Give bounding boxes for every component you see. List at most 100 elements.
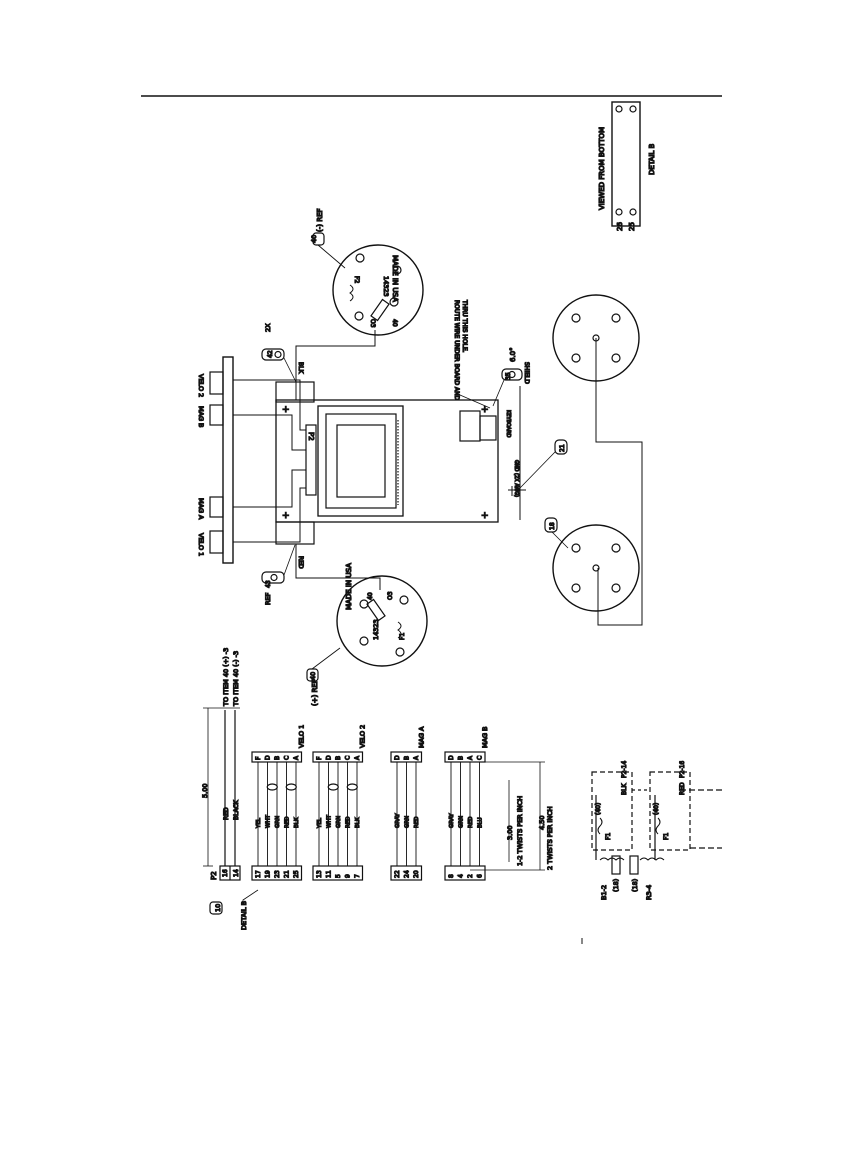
callout-18-number: 18	[549, 522, 556, 530]
ref-negative-label: (-) REF	[316, 208, 324, 232]
schem-f1a: F1	[605, 833, 612, 840]
harness-pin: 24	[404, 870, 411, 878]
schem-40a: (40)	[595, 803, 602, 815]
harness-wire-color: GRN	[459, 816, 465, 828]
twists-2: 2 TWISTS PER INCH	[546, 806, 554, 870]
to-item-plus: TO ITEM 40 (+) -3	[222, 648, 230, 707]
p2-table-label: P2	[210, 871, 218, 880]
harness-wire-color: GRN	[275, 816, 281, 828]
ref-negative-item: 40	[310, 235, 318, 243]
dim-500: 5.00	[201, 784, 209, 798]
harness-wire-color: RED	[346, 816, 352, 828]
sensor-o3-bottom: O3	[387, 591, 394, 600]
sensor-part-no-bottom: 14323	[372, 619, 380, 640]
callout-35-number: 35	[505, 372, 512, 380]
harness-pin-letter: D	[448, 755, 455, 760]
route-note-1: ROUTE WIRE UNDER BOARD AND	[453, 300, 460, 401]
harness-wire-color: RED	[414, 816, 420, 828]
callout-angle: 6.0°	[509, 347, 517, 362]
harness-pin-letter: B	[404, 756, 411, 760]
coil-schematic: B1-2 (18) (18) R3-4 (40) (40) F1 F1 BLK …	[591, 760, 722, 901]
schem-18b: (18)	[631, 879, 639, 892]
callout-18: 18	[544, 517, 569, 549]
pin-14: 14	[233, 869, 240, 877]
harness-pin-letter: A	[293, 755, 300, 760]
keyboard-label: KEYBOARD	[505, 410, 511, 438]
harness-table: 10 DETAIL B P2 16 14 RED BLACK TO ITEM 4…	[200, 647, 554, 930]
callout-42-number: 42	[267, 350, 274, 358]
shield-label: SHIELD	[523, 362, 530, 384]
harness-wire-color: RED	[468, 816, 474, 828]
callout-ref: REF	[264, 592, 272, 605]
harness-pin: 9	[345, 874, 352, 878]
schem-f1b: F1	[663, 833, 670, 840]
sensor-40-bottom: 40	[367, 592, 374, 600]
ref-positive-label: (+) REF	[311, 679, 319, 706]
harness-pin: 19	[265, 870, 272, 878]
harness-pin-letter: A	[354, 755, 361, 760]
flange-link-wire	[595, 338, 643, 626]
schem-p2-16: P2-16	[679, 761, 686, 778]
schem-red: RED	[679, 782, 686, 795]
pin-16: 16	[222, 869, 229, 877]
route-note-2: THRU THIS HOLE.	[461, 299, 468, 353]
sensor-made-in-usa-bottom: MADE IN USA	[345, 563, 353, 610]
callout-43-number: 43	[265, 580, 272, 588]
harness-pin: 6	[477, 874, 484, 878]
harness-wire-color: BLK	[294, 817, 300, 828]
harness-pin: 4	[458, 874, 465, 878]
harness-pin-letter: B	[458, 756, 465, 760]
harness-pin-letter: C	[345, 756, 352, 760]
harness-wire-color: YEL	[317, 817, 323, 829]
harness-pin-letter: F	[316, 756, 323, 760]
wire-black-top: BLACK	[233, 799, 240, 820]
sensor-negative: MADE IN USA 14323 40 O3 F2	[332, 244, 424, 336]
callout-2x: 2X	[264, 323, 272, 332]
wire-red-top: RED	[223, 807, 230, 820]
connector-maga-label: MAG A	[197, 498, 205, 520]
harness-pin: 17	[255, 870, 262, 878]
harness-wire-color: YEL	[256, 817, 262, 829]
harness-wire-color: GRAY	[395, 813, 401, 828]
sensor-f1-bottom: F1	[399, 633, 406, 640]
schem-b1: B1-2	[600, 885, 608, 900]
sensor-40-top: 40	[391, 319, 398, 327]
harness-pin: 11	[326, 870, 333, 878]
harness-wire-color: WHT	[327, 814, 333, 828]
harness-pin-letter: C	[284, 756, 291, 760]
svg-text:+: +	[481, 511, 489, 521]
sensor-part-no-top: 14323	[382, 276, 390, 297]
harness-pin: 5	[335, 874, 342, 878]
dim-300: 3.00	[506, 826, 514, 840]
harness-pin-letter: A	[413, 755, 420, 760]
harness-pin-letter: D	[265, 755, 272, 760]
connector-velo2-label: VELO 2	[197, 374, 205, 397]
flange-disc-lower	[552, 524, 640, 612]
harness-pin-letter: A	[467, 755, 474, 760]
harness-wire-color: GRN	[336, 816, 342, 828]
sensor-positive: MADE IN USA 14323 40 O3 F1	[336, 562, 428, 667]
callout-10-number: 10	[214, 904, 222, 912]
harness-group-name: MAG A	[418, 726, 426, 748]
callout-21: 21	[519, 439, 568, 489]
harness-pin: 8	[448, 874, 455, 878]
sensor-made-in-usa-top: MADE IN USA	[391, 255, 399, 302]
callout-35: 35 6.0°	[492, 347, 523, 407]
svg-text:+: +	[481, 405, 489, 415]
connector-velo1-label: VELO 1	[197, 533, 205, 556]
ref-positive-item: 40	[309, 672, 317, 680]
schem-p2-14: P2-14	[621, 761, 628, 778]
detail-b-pin-26: 26	[616, 222, 624, 231]
sensor-f2-top: F2	[353, 276, 360, 283]
harness-wire-color: BLU	[478, 817, 484, 828]
harness-pin-letter: F	[255, 756, 262, 760]
schem-40b: (40)	[653, 803, 660, 815]
wire-red-label: RED	[297, 556, 304, 569]
